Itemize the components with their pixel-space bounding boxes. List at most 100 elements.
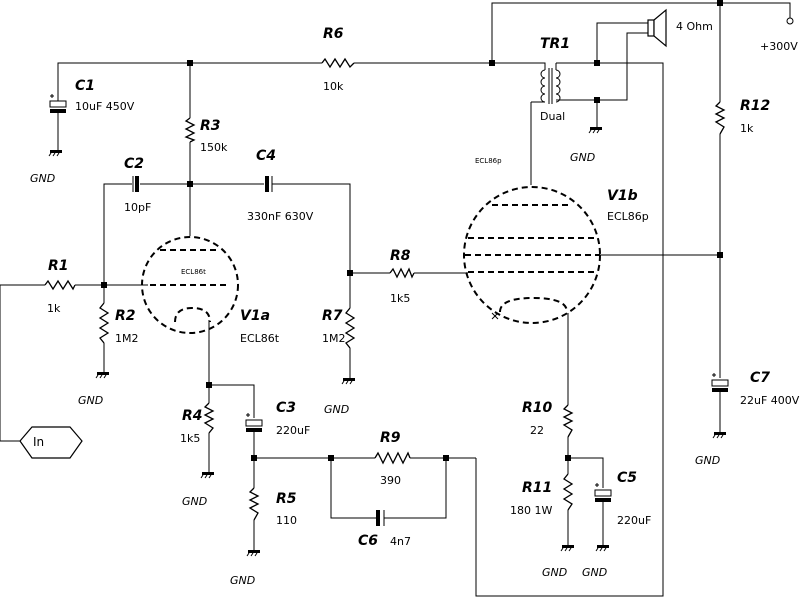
junction-dot bbox=[251, 455, 257, 461]
wire-c1-r6 bbox=[57, 62, 322, 101]
ground-icon bbox=[246, 550, 260, 557]
gnd-label: GND bbox=[582, 566, 607, 579]
resistor-r7 bbox=[344, 307, 356, 349]
resistor-r4 bbox=[203, 402, 215, 434]
r7-ref: R7 bbox=[322, 308, 343, 324]
junction-dot bbox=[717, 0, 723, 6]
gnd-label: GND bbox=[570, 151, 595, 164]
resistor-r9 bbox=[374, 451, 411, 465]
r6-value: 10k bbox=[323, 80, 344, 93]
r3-ref: R3 bbox=[200, 118, 221, 134]
wire-v1a-cathode bbox=[208, 320, 255, 418]
r1-ref: R1 bbox=[48, 258, 69, 274]
v1a-ref: V1a bbox=[240, 308, 270, 324]
gnd-label: GND bbox=[324, 403, 349, 416]
r2-value: 1M2 bbox=[115, 332, 139, 345]
ground-icon bbox=[95, 372, 109, 379]
wire-c4-right bbox=[272, 183, 351, 273]
supply-label: +300V bbox=[760, 40, 798, 53]
junction-dot bbox=[443, 455, 449, 461]
r6-ref: R6 bbox=[323, 26, 344, 42]
wire-input bbox=[0, 284, 45, 442]
r9-value: 390 bbox=[380, 474, 401, 487]
resistor-r2 bbox=[98, 302, 110, 344]
r12-ref: R12 bbox=[740, 98, 770, 114]
resistor-r8 bbox=[389, 267, 415, 279]
gnd-label: GND bbox=[30, 172, 55, 185]
v1a-value: ECL86t bbox=[240, 332, 280, 345]
junction-dot bbox=[187, 181, 193, 187]
v1a-inner-label: ECL86t bbox=[181, 268, 206, 276]
wire-speaker-return bbox=[597, 32, 648, 101]
c5-value: 220uF bbox=[617, 514, 651, 527]
r11-value: 180 1W bbox=[510, 504, 552, 517]
junction-dot bbox=[328, 455, 334, 461]
junction-dot bbox=[594, 60, 600, 66]
r5-ref: R5 bbox=[276, 491, 297, 507]
wire-feedback-return bbox=[475, 62, 664, 597]
r11-ref: R11 bbox=[522, 480, 552, 496]
ground-icon bbox=[200, 472, 214, 479]
v1b-value: ECL86p bbox=[607, 210, 649, 223]
r5-value: 110 bbox=[276, 514, 297, 527]
r3-value: 150k bbox=[200, 141, 228, 154]
r9-ref: R9 bbox=[380, 430, 401, 446]
wire-r6-tr1 bbox=[354, 62, 546, 70]
wire-c5-top bbox=[568, 457, 604, 488]
resistor-r12 bbox=[714, 101, 726, 135]
transformer-tr1 bbox=[540, 63, 561, 104]
ground-icon bbox=[48, 150, 62, 157]
c3-value: 220uF bbox=[276, 424, 310, 437]
ground-icon bbox=[595, 545, 609, 552]
junction-dot bbox=[187, 60, 193, 66]
capacitor-c4 bbox=[265, 176, 273, 192]
junction-dot bbox=[489, 60, 495, 66]
r8-ref: R8 bbox=[390, 248, 411, 264]
gnd-label: GND bbox=[78, 394, 103, 407]
r2-ref: R2 bbox=[115, 308, 136, 324]
c2-value: 10pF bbox=[124, 201, 151, 214]
c7-ref: C7 bbox=[750, 370, 770, 386]
gnd-label: GND bbox=[695, 454, 720, 467]
junction-dot bbox=[594, 97, 600, 103]
c1-value: 10uF 450V bbox=[75, 100, 135, 113]
ground-icon bbox=[712, 432, 726, 439]
r7-value: 1M2 bbox=[322, 332, 346, 345]
valve-v1a: ECL86t bbox=[141, 236, 239, 334]
c6-value: 4n7 bbox=[390, 535, 411, 548]
tr1-ref: TR1 bbox=[540, 36, 570, 52]
c4-value: 330nF 630V bbox=[247, 210, 314, 223]
wire-supply-rail bbox=[491, 2, 791, 63]
r1-value: 1k bbox=[47, 302, 61, 315]
ground-icon bbox=[341, 378, 355, 385]
ground-icon bbox=[588, 127, 602, 134]
resistor-r10 bbox=[562, 404, 574, 438]
junction-dot bbox=[101, 282, 107, 288]
r4-value: 1k5 bbox=[180, 432, 200, 445]
c3-ref: C3 bbox=[276, 400, 296, 416]
capacitor-c1 bbox=[49, 94, 67, 150]
junction-dot bbox=[717, 252, 723, 258]
input-label: In bbox=[33, 435, 44, 449]
r10-value: 22 bbox=[530, 424, 544, 437]
input-connector bbox=[19, 426, 83, 459]
resistor-r3 bbox=[184, 117, 196, 143]
c2-ref: C2 bbox=[124, 156, 144, 172]
capacitor-c7 bbox=[711, 373, 729, 400]
junction-dot bbox=[206, 382, 212, 388]
gnd-label: GND bbox=[182, 495, 207, 508]
supply-terminal-icon bbox=[786, 17, 794, 25]
v1b-ref: V1b bbox=[607, 188, 638, 204]
c7-value: 22uF 400V bbox=[740, 394, 800, 407]
r12-value: 1k bbox=[740, 122, 754, 135]
speaker-value: 4 Ohm bbox=[676, 20, 713, 33]
r4-ref: R4 bbox=[182, 408, 203, 424]
junction-dot bbox=[565, 455, 571, 461]
ground-icon bbox=[560, 545, 574, 552]
c5-ref: C5 bbox=[617, 470, 637, 486]
gnd-label: GND bbox=[542, 566, 567, 579]
capacitor-c5 bbox=[594, 483, 612, 510]
capacitor-c6 bbox=[376, 510, 385, 526]
